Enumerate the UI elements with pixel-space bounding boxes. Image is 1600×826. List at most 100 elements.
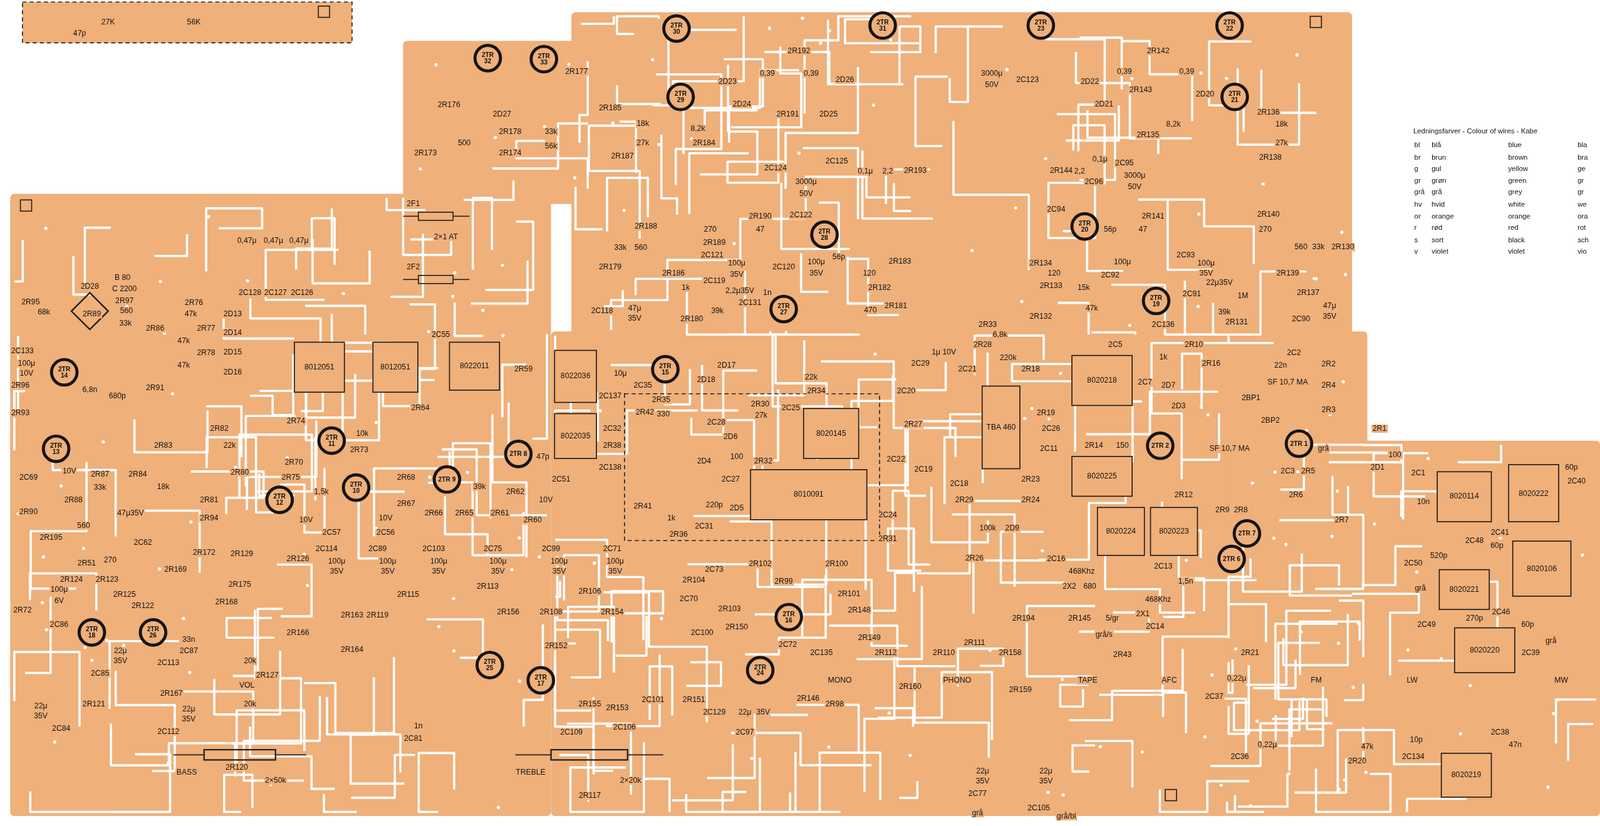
trace-gap: [454, 302, 484, 337]
component-label: 2C41: [1489, 528, 1510, 537]
wire-colour-cell: we: [1577, 200, 1587, 208]
transistor-circle: 2TR 6: [1217, 545, 1247, 574]
component-label: 33k: [118, 319, 133, 328]
component-label: 2R98: [824, 700, 845, 708]
trace-gap: [134, 410, 208, 453]
trace-gap: [1091, 332, 1136, 336]
trace-gap: [893, 182, 912, 212]
wire-colour-cell: g: [1414, 164, 1419, 172]
component-label: 2R81: [199, 496, 220, 504]
solder-hole: [1023, 417, 1027, 421]
component-label: 2C121: [699, 251, 725, 259]
component-label: SF 10,7 MA: [1208, 445, 1252, 453]
component-label: grå: [1316, 445, 1330, 453]
component-label: 2C3: [1279, 467, 1297, 475]
ic-module-box: 8020220: [1454, 627, 1516, 674]
component-label: 2R19: [1035, 409, 1056, 418]
component-label: 2R21: [1239, 649, 1260, 657]
component-label: 2C114: [314, 545, 339, 553]
trace-gap: [1075, 51, 1192, 139]
trace-gap: [1182, 353, 1202, 410]
component-label: C 2200: [110, 285, 138, 293]
component-label: 2R174: [498, 149, 523, 157]
solder-hole: [427, 475, 432, 479]
trace-gap: [1072, 745, 1096, 772]
module-number: 8020223: [1158, 527, 1190, 536]
component-label: 2R89: [81, 310, 102, 319]
component-label: 2R187: [610, 152, 635, 160]
solder-hole: [157, 567, 162, 571]
component-label: 2D24: [731, 100, 752, 108]
solder-hole: [1555, 698, 1559, 702]
component-label: 2C86: [48, 620, 69, 629]
transistor-ref: 2TR 9: [437, 476, 457, 483]
trace-gap: [14, 239, 23, 282]
copper-board: [10, 1, 1600, 817]
wire-colour-cell: white: [1507, 200, 1525, 208]
component-label: 100μ: [378, 557, 398, 566]
component-label: 2R5: [1299, 467, 1317, 475]
component-label: 27k: [754, 411, 769, 420]
component-label: 2C36: [1229, 753, 1250, 761]
component-label: 2R192: [786, 46, 812, 55]
ic-module-box: 8020219: [1440, 753, 1492, 799]
component-label: 2R104: [681, 576, 707, 585]
transistor-circle: 2TR 19: [1142, 286, 1171, 316]
wire-colour-cell: vio: [1577, 248, 1587, 255]
component-label: 35V: [1321, 312, 1338, 321]
trace-gap: [1228, 587, 1267, 643]
component-label: 100μ: [549, 557, 569, 566]
component-label: 2R68: [395, 473, 416, 482]
component-label: 2R99: [773, 577, 794, 586]
component-label: 10p: [1408, 736, 1424, 744]
component-label: 2R20: [1346, 757, 1367, 765]
component-label: 2R51: [76, 559, 97, 567]
component-label: 500: [456, 139, 472, 147]
solder-hole: [1337, 788, 1341, 792]
component-label: 35V: [33, 712, 49, 720]
solder-hole: [206, 214, 210, 219]
component-label: 2C137: [597, 392, 623, 400]
component-label: 22k: [803, 374, 819, 382]
wire-colour-cell: grøn: [1431, 176, 1446, 184]
trace-gap: [858, 379, 897, 428]
component-label: 2C19: [913, 465, 934, 473]
trace-gap: [555, 630, 601, 678]
trace-gap: [729, 519, 827, 586]
component-label: 2R137: [1296, 288, 1321, 297]
component-label: 2R110: [931, 649, 956, 657]
trace-gap: [1098, 695, 1163, 718]
component-label: 2,2: [881, 167, 894, 176]
component-label: 2R30: [749, 400, 770, 408]
component-label: 2C27: [720, 475, 741, 484]
transistor-ref: 2TR 6: [1222, 555, 1241, 562]
component-label: 2C109: [559, 728, 584, 737]
component-label: 2R134: [1028, 259, 1054, 267]
trace-gap: [707, 715, 809, 779]
component-label: 2D1: [1369, 463, 1386, 472]
component-label: 2R82: [209, 424, 230, 433]
component-label: 2R181: [883, 302, 908, 311]
component-label: grå: [1544, 637, 1558, 645]
component-label: 2C85: [89, 669, 110, 678]
wire-colour-cell: orange: [1507, 212, 1531, 220]
component-label: 2R183: [887, 257, 913, 265]
component-label: TREBLE: [514, 768, 547, 777]
trace-gap: [580, 16, 614, 24]
component-label: 2C94: [1046, 205, 1067, 213]
trace-gap: [915, 76, 948, 146]
trace-gap: [532, 333, 547, 439]
component-label: 8,2k: [689, 124, 707, 133]
component-label: 47k: [1360, 742, 1375, 751]
component-label: 2R77: [196, 324, 217, 333]
trace-gap: [864, 651, 895, 793]
solder-hole: [908, 753, 912, 757]
trace-gap: [1065, 105, 1119, 141]
solder-hole: [1295, 53, 1299, 57]
component-label: 2R61: [489, 509, 510, 517]
component-label: 2C89: [367, 545, 388, 553]
solder-hole: [988, 648, 992, 652]
transistor-circle: 2TR 23: [1026, 11, 1056, 41]
transistor-circle: 2TR 11: [317, 426, 347, 456]
component-label: 2R88: [63, 496, 84, 504]
